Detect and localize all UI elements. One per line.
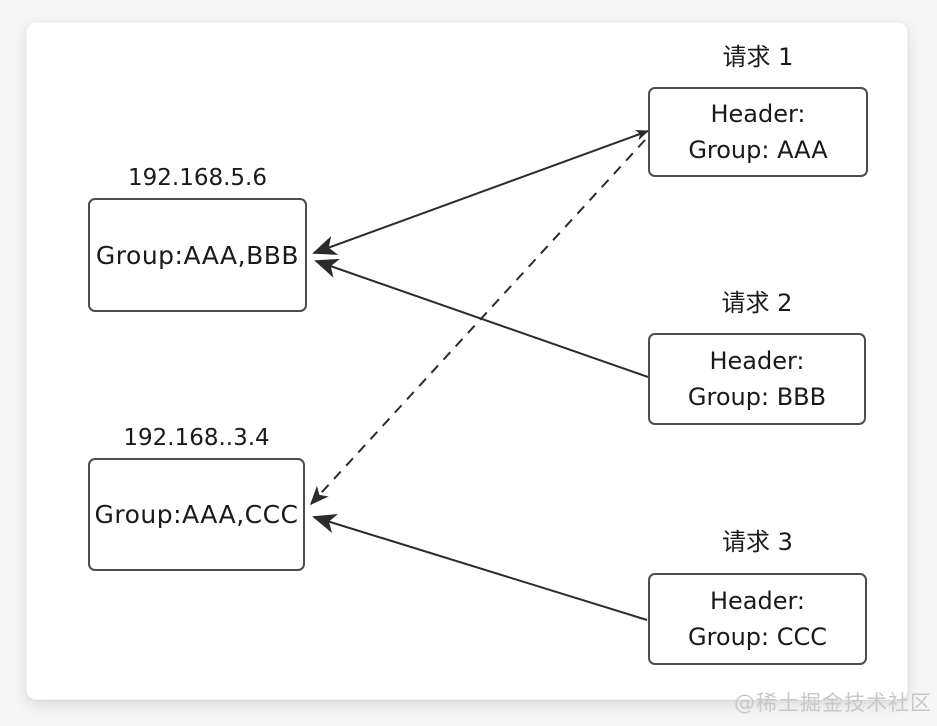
request3-header-text: Header: xyxy=(709,587,806,615)
request1-header-text: Header: xyxy=(710,100,806,128)
server2-ip-label: 192.168..3.4 xyxy=(123,425,270,451)
request2-title: 请求 2 xyxy=(721,289,793,317)
request3-title: 请求 3 xyxy=(722,528,793,556)
request1-title: 请求 1 xyxy=(722,43,794,71)
server1-box: Group:AAA,BBB xyxy=(88,198,307,312)
request2-header-text: Header: xyxy=(709,347,805,375)
request3-box: Header: Group: CCC xyxy=(648,573,867,665)
request1-group-text: Group: AAA xyxy=(688,136,828,164)
request3-group-text: Group: CCC xyxy=(687,623,828,651)
request1-box: Header: Group: AAA xyxy=(648,87,868,177)
server2-box: Group:AAA,CCC xyxy=(88,458,305,571)
watermark-text: @稀土掘金技术社区 xyxy=(734,691,932,715)
server2-groups-text: Group:AAA,CCC xyxy=(94,500,299,529)
request2-box: Header: Group: BBB xyxy=(648,333,866,425)
request2-group-text: Group: BBB xyxy=(687,383,827,411)
server1-groups-text: Group:AAA,BBB xyxy=(95,240,300,270)
server1-ip-label: 192.168.5.6 xyxy=(128,165,267,191)
